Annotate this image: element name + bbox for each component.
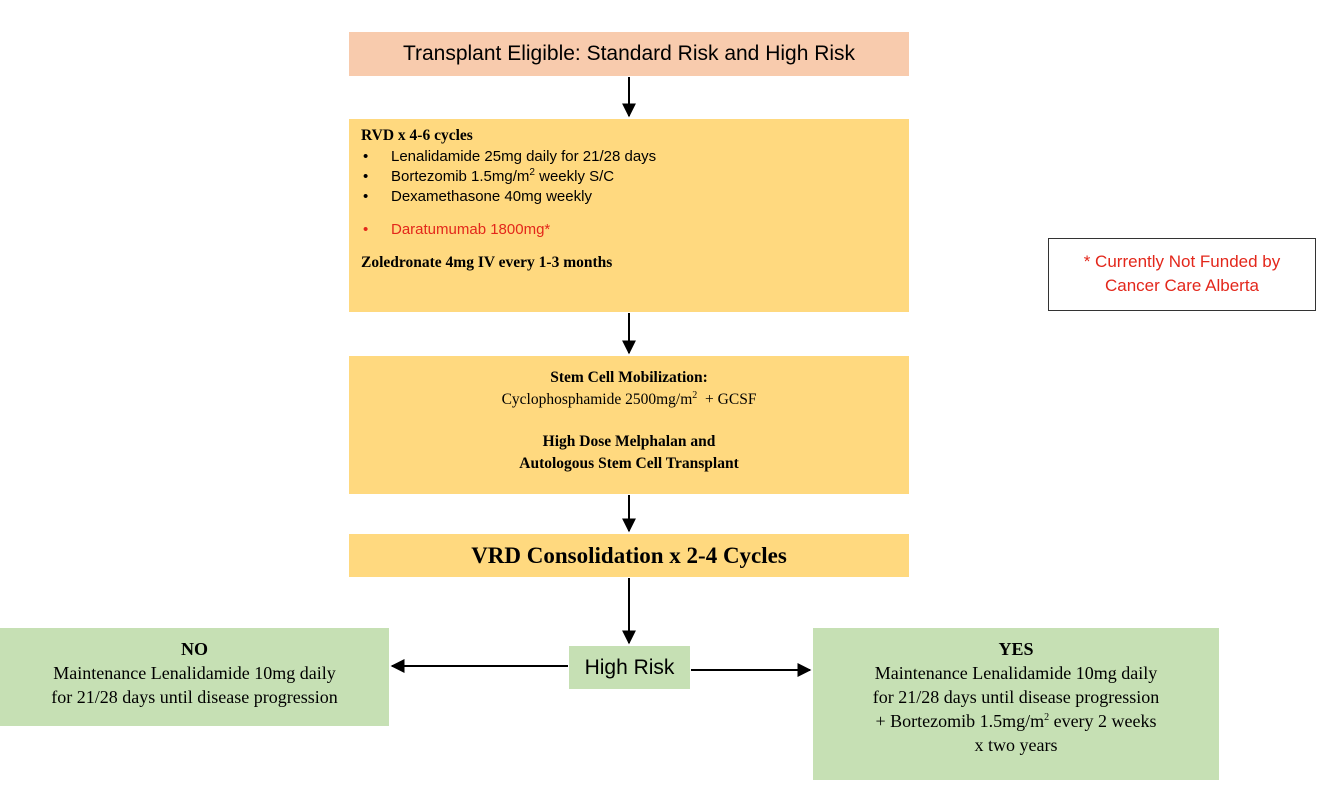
yes-line-3-text: + Bortezomib 1.5mg/m [875,711,1045,731]
list-item: • Daratumumab 1800mg* [361,220,897,240]
stem-line-post: + GCSF [697,391,757,408]
consolidation-box: VRD Consolidation x 2-4 Cycles [349,534,909,577]
drug-bortezomib: Bortezomib 1.5mg/m [391,168,530,185]
list-item: • Bortezomib 1.5mg/m2 weekly S/C [361,167,897,187]
no-heading: NO [181,639,208,659]
bullet-icon: • [363,221,369,238]
zoledronate-text: Zoledronate 4mg IV every 1-3 months [361,254,613,271]
stem-line-text: Cyclophosphamide 2500mg/m [501,391,693,408]
funding-note-box: * Currently Not Funded by Cancer Care Al… [1048,238,1316,311]
stem-heading: Stem Cell Mobilization: [550,369,708,386]
yes-outcome-box: YES Maintenance Lenalidamide 10mg daily … [813,628,1219,780]
consolidation-text: VRD Consolidation x 2-4 Cycles [471,542,787,568]
decision-text: High Risk [584,655,675,679]
yes-heading: YES [998,639,1034,659]
note-line-1: * Currently Not Funded by [1083,252,1281,271]
title-text: Transplant Eligible: Standard Risk and H… [402,42,856,65]
no-line-1: Maintenance Lenalidamide 10mg daily [53,663,336,683]
yes-line-3-tail: every 2 weeks [1049,711,1157,731]
list-item: • Dexamethasone 40mg weekly [361,187,897,207]
yes-line-3: + Bortezomib 1.5mg/m2 every 2 weeks [813,709,1219,733]
yes-line-2: for 21/28 days until disease progression [872,687,1160,707]
no-outcome-box: NO Maintenance Lenalidamide 10mg daily f… [0,628,389,726]
induction-heading: RVD x 4-6 cycles [361,127,473,144]
superscript: 2 [1044,712,1050,723]
bullet-icon: • [363,188,369,205]
drug-lenalidomide: Lenalidamide 25mg daily for 21/28 days [391,148,657,165]
stem-cell-box: Stem Cell Mobilization: Cyclophosphamide… [349,356,909,494]
drug-bortezomib-tail: weekly S/C [534,168,615,185]
hdm-line-1: High Dose Melphalan and [542,433,716,450]
hdm-line-2: Autologous Stem Cell Transplant [519,455,739,472]
superscript: 2 [529,167,535,178]
title-box: Transplant Eligible: Standard Risk and H… [349,32,909,76]
decision-box: High Risk [569,646,690,689]
bullet-icon: • [363,168,369,185]
superscript: 2 [692,389,698,401]
stem-line: Cyclophosphamide 2500mg/m2 + GCSF [349,389,909,411]
induction-box: RVD x 4-6 cycles • Lenalidamide 25mg dail… [349,119,909,312]
drug-dexamethasone: Dexamethasone 40mg weekly [391,188,592,205]
yes-line-4: x two years [974,735,1058,755]
note-line-2: Cancer Care Alberta [1104,276,1260,295]
list-item: • Lenalidamide 25mg daily for 21/28 days [361,147,897,167]
no-line-2: for 21/28 days until disease progression [51,687,338,707]
drug-daratumumab: Daratumumab 1800mg* [391,221,551,238]
bullet-icon: • [363,148,369,165]
yes-line-1: Maintenance Lenalidamide 10mg daily [874,663,1158,683]
induction-drug-list: •Lenalidamide 25mg daily for 21/28 days … [361,147,897,240]
